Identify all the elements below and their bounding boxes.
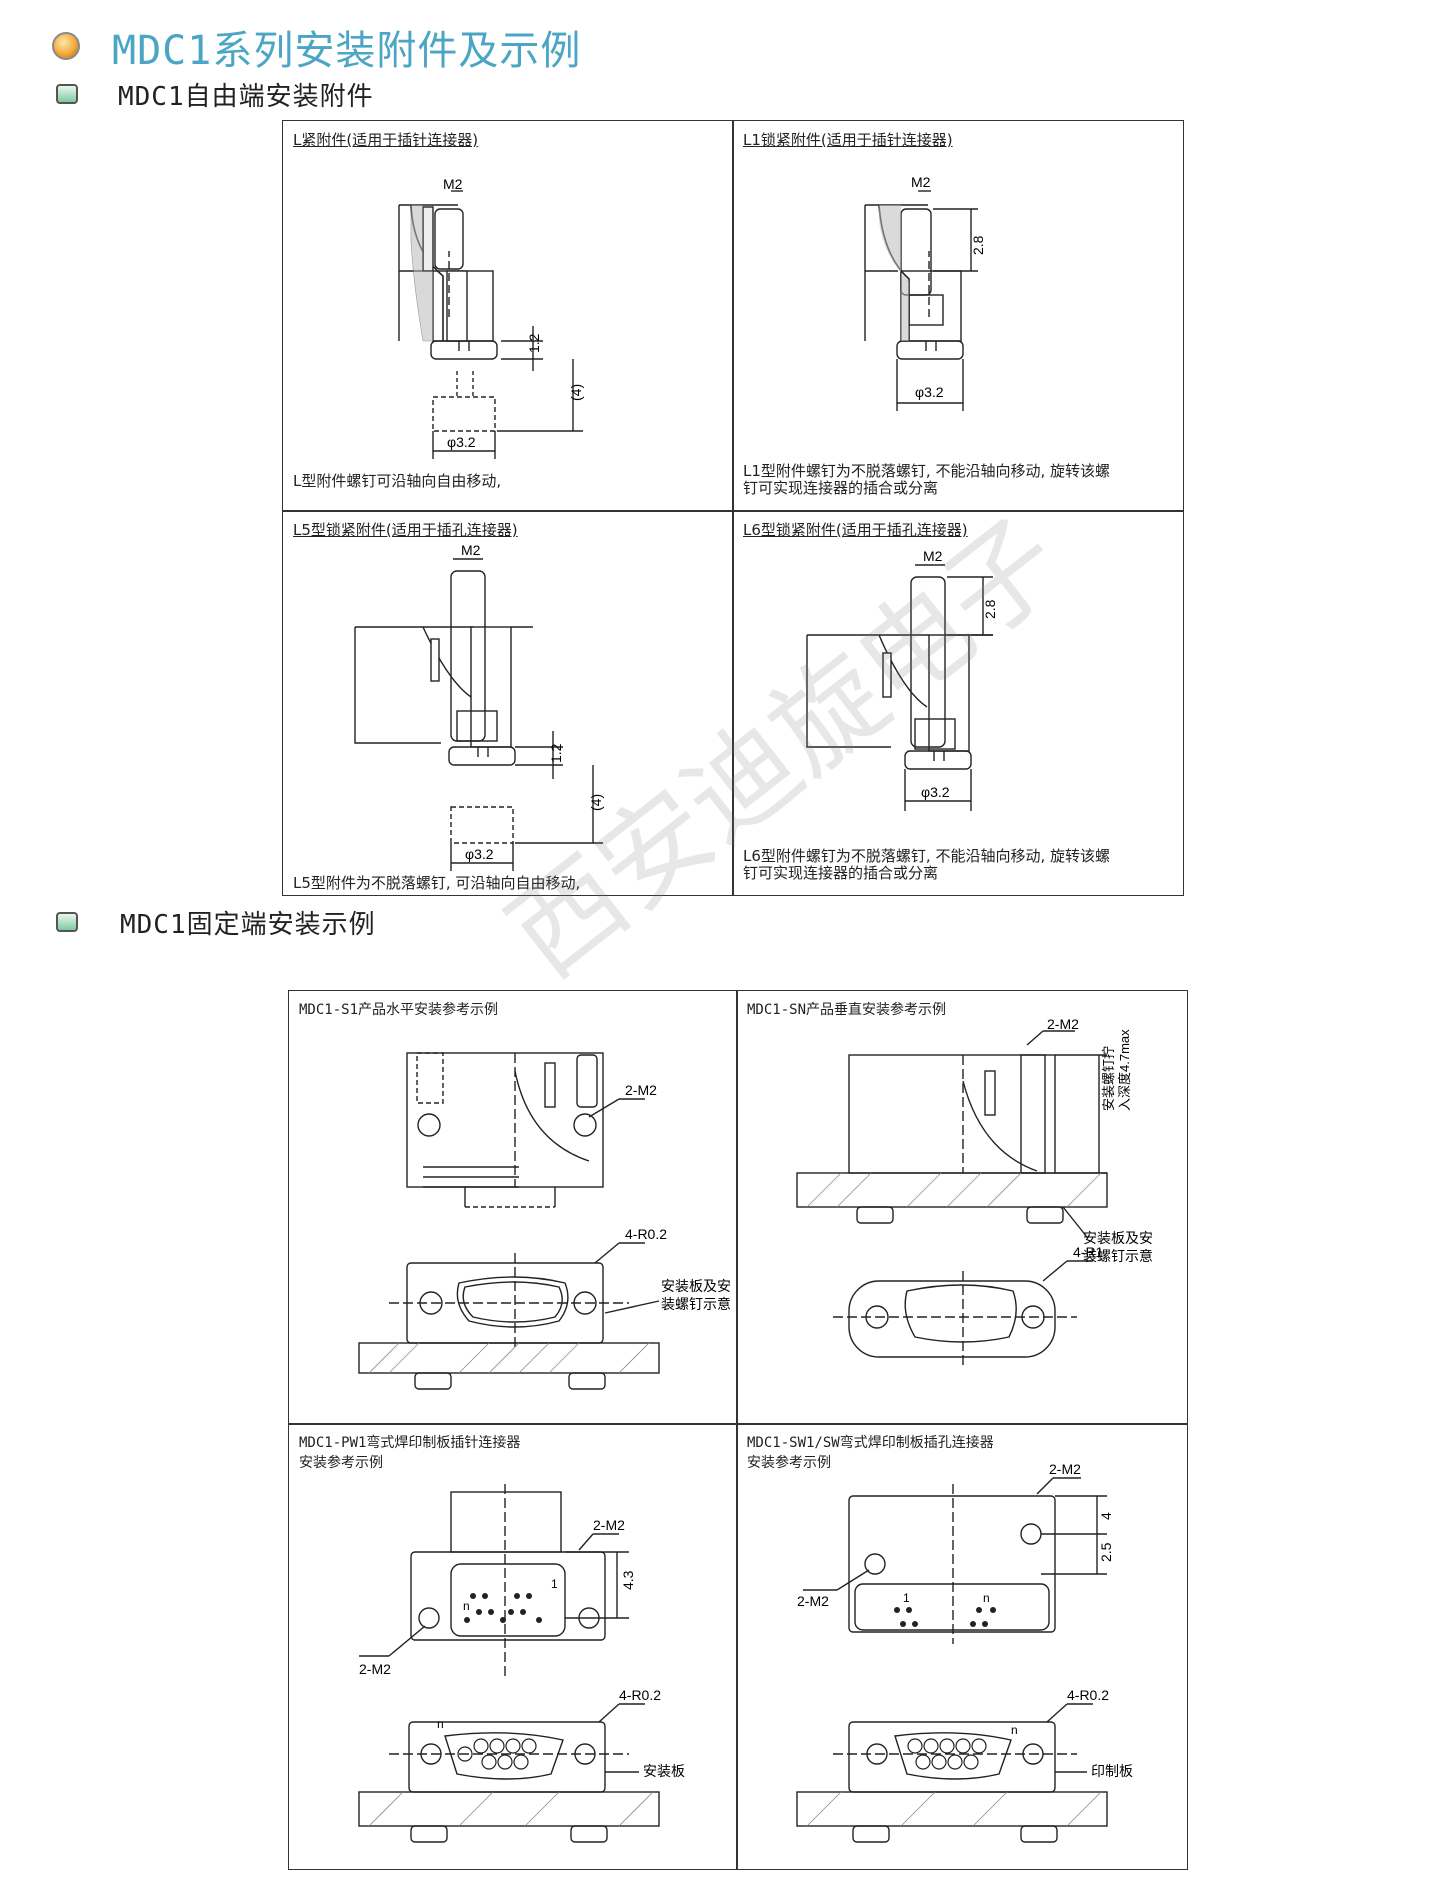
- svg-text:安装板及安: 安装板及安: [1083, 1230, 1153, 1246]
- section-title-free-end: MDC1自由端安装附件: [118, 82, 374, 112]
- accessory-title: L1锁紧附件(适用于插针连接器): [743, 131, 953, 149]
- svg-text:φ3.2: φ3.2: [915, 384, 944, 400]
- example-cell-pw1: MDC1-PW1弯式焊印制板插针连接器 安装参考示例: [289, 1424, 737, 1871]
- example-title: MDC1-SW1/SW弯式焊印制板插孔连接器: [747, 1435, 994, 1451]
- svg-text:装螺钉示意: 装螺钉示意: [1083, 1248, 1153, 1264]
- svg-text:M2: M2: [911, 174, 931, 190]
- svg-text:φ3.2: φ3.2: [465, 846, 494, 862]
- screw-depth-label-1: 安装螺钉拧: [1101, 1046, 1116, 1111]
- svg-text:4-R1: 4-R1: [1073, 1244, 1104, 1260]
- example-subtitle: 安装参考示例: [299, 1455, 383, 1471]
- svg-text:1.2: 1.2: [548, 743, 564, 763]
- accessory-note-line1: L6型附件螺钉为不脱落螺钉, 不能沿轴向移动, 旋转该螺: [743, 847, 1110, 865]
- accessory-note: L5型附件为不脱落螺钉, 可沿轴向自由移动,: [293, 874, 581, 892]
- svg-text:2-M2: 2-M2: [797, 1593, 829, 1609]
- pw1-example-drawing: 2-M2 2-M2 4.3 4-R0.2 安装板 1 n n: [358, 1484, 685, 1843]
- svg-text:安装板及安: 安装板及安: [661, 1278, 731, 1294]
- svg-text:装螺钉示意: 装螺钉示意: [661, 1296, 731, 1312]
- example-cell-sw1: MDC1-SW1/SW弯式焊印制板插孔连接器 安装参考示例: [737, 1424, 1189, 1871]
- svg-text:(4): (4): [568, 384, 584, 401]
- page-title: MDC1系列安装附件及示例: [112, 28, 582, 74]
- accessory-title: L5型锁紧附件(适用于插孔连接器): [293, 521, 518, 539]
- accessory-note: L型附件螺钉可沿轴向自由移动,: [293, 472, 502, 490]
- svg-text:n: n: [1011, 1723, 1018, 1737]
- svg-text:n: n: [463, 1599, 470, 1613]
- svg-text:2-M2: 2-M2: [593, 1517, 625, 1533]
- section-bullet-icon: [56, 84, 78, 104]
- svg-text:2.5: 2.5: [1098, 1542, 1114, 1562]
- accessory-note-line1: L1型附件螺钉为不脱落螺钉, 不能沿轴向移动, 旋转该螺: [743, 462, 1110, 480]
- accessory-cell-l5: L5型锁紧附件(适用于插孔连接器): [283, 511, 733, 897]
- svg-text:2-M2: 2-M2: [1049, 1461, 1081, 1477]
- svg-text:M2: M2: [443, 176, 463, 192]
- svg-text:2-M2: 2-M2: [1047, 1016, 1079, 1032]
- svg-text:n: n: [983, 1591, 990, 1605]
- sw1-example-drawing: 2-M2 2-M2 4 2.5 4-R0.2 印制板 1 n n: [796, 1461, 1133, 1843]
- example-title: MDC1-PW1弯式焊印制板插针连接器: [299, 1435, 521, 1451]
- svg-text:(4): (4): [588, 794, 604, 811]
- section-bullet-icon: [56, 912, 78, 932]
- accessory-cell-l6: L6型锁紧附件(适用于插孔连接器): [733, 511, 1185, 897]
- svg-text:n: n: [437, 1717, 444, 1731]
- svg-text:4-R0.2: 4-R0.2: [619, 1687, 661, 1703]
- sn-example-drawing: 2-M2 安装螺钉拧 入深度4.7max 安装板及安 装螺钉示意 4-R1: [796, 1016, 1153, 1365]
- l1-accessory-drawing: M2 2.8 φ3.2: [864, 174, 986, 411]
- svg-text:φ3.2: φ3.2: [447, 434, 476, 450]
- svg-text:4: 4: [1098, 1512, 1114, 1520]
- example-title: MDC1-SN产品垂直安装参考示例: [747, 1002, 947, 1018]
- accessory-note-line2: 钉可实现连接器的插合或分离: [743, 479, 939, 497]
- svg-text:1.2: 1.2: [526, 333, 542, 353]
- title-bullet-icon: [52, 32, 80, 60]
- svg-text:4-R0.2: 4-R0.2: [625, 1226, 667, 1242]
- svg-text:M2: M2: [923, 548, 943, 564]
- svg-text:M2: M2: [461, 542, 481, 558]
- svg-text:1: 1: [551, 1577, 558, 1591]
- svg-text:印制板: 印制板: [1091, 1763, 1133, 1779]
- accessory-note-line2: 钉可实现连接器的插合或分离: [743, 864, 939, 882]
- s1-example-drawing: 2-M2 4-R0.2 安装板及安 装螺钉示意: [358, 1052, 731, 1390]
- svg-text:2.8: 2.8: [970, 235, 986, 255]
- accessory-title: L紧附件(适用于插针连接器): [293, 131, 479, 149]
- examples-grid: MDC1-S1产品水平安装参考示例: [288, 990, 1188, 1870]
- l-accessory-drawing: M2 1.2 (4) φ3.2: [398, 176, 584, 459]
- l5-accessory-drawing: M2 1.2 (4) φ3.2: [354, 542, 604, 871]
- section-title-fixed-end: MDC1固定端安装示例: [120, 910, 376, 940]
- screw-depth-label-2: 入深度4.7max: [1117, 1029, 1132, 1111]
- l6-accessory-drawing: M2 2.8 φ3.2: [806, 548, 998, 811]
- accessory-cell-l: L紧附件(适用于插针连接器): [283, 121, 733, 511]
- accessory-title: L6型锁紧附件(适用于插孔连接器): [743, 521, 968, 539]
- example-subtitle: 安装参考示例: [747, 1455, 831, 1471]
- example-cell-s1: MDC1-S1产品水平安装参考示例: [289, 991, 737, 1424]
- accessory-cell-l1: L1锁紧附件(适用于插针连接器): [733, 121, 1185, 511]
- svg-text:2-M2: 2-M2: [359, 1661, 391, 1677]
- svg-text:4.3: 4.3: [620, 1570, 636, 1590]
- example-cell-sn: MDC1-SN产品垂直安装参考示例: [737, 991, 1189, 1424]
- svg-text:φ3.2: φ3.2: [921, 784, 950, 800]
- svg-text:2.8: 2.8: [982, 599, 998, 619]
- accessories-grid: L紧附件(适用于插针连接器): [282, 120, 1184, 896]
- svg-text:安装板: 安装板: [643, 1763, 685, 1779]
- svg-text:1: 1: [903, 1591, 910, 1605]
- svg-text:2-M2: 2-M2: [625, 1082, 657, 1098]
- example-title: MDC1-S1产品水平安装参考示例: [299, 1002, 499, 1018]
- svg-text:4-R0.2: 4-R0.2: [1067, 1687, 1109, 1703]
